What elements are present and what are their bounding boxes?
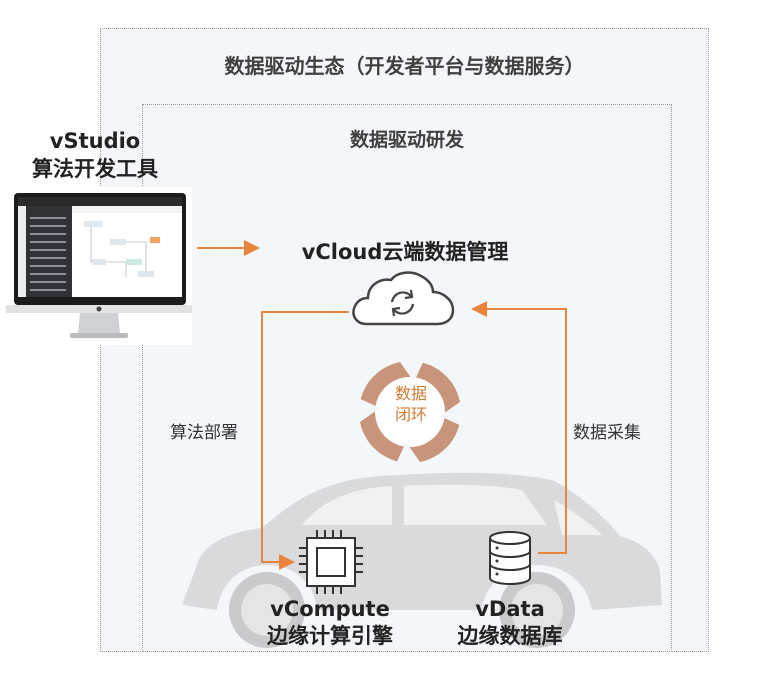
deploy-arrow [261, 311, 349, 570]
data-loop-label: 数据 闭环 [361, 383, 461, 425]
deploy-label: 算法部署 [170, 423, 238, 443]
data-loop-line2: 闭环 [394, 405, 427, 424]
outer-title: 数据驱动生态（开发者平台与数据服务） [224, 54, 585, 78]
chip-icon [299, 530, 363, 594]
collect-label: 数据采集 [573, 423, 641, 443]
vdata-name: vData [475, 597, 545, 621]
vstudio-monitor [6, 187, 192, 345]
vstudio-desc: 算法开发工具 [32, 157, 158, 181]
collect-arrow [471, 301, 567, 554]
vcompute-desc: 边缘计算引擎 [267, 624, 393, 648]
data-loop-icon [354, 356, 466, 468]
vdata-desc: 边缘数据库 [457, 624, 563, 648]
vcompute-title: vCompute 边缘计算引擎 [230, 596, 430, 650]
vstudio-name: vStudio [49, 129, 141, 153]
data-loop-line1: 数据 [394, 384, 427, 403]
vstudio-title: vStudio 算法开发工具 [0, 127, 190, 183]
vcloud-label: vCloud云端数据管理 [301, 240, 509, 264]
vdata-title: vData 边缘数据库 [430, 596, 590, 650]
vcompute-name: vCompute [270, 597, 390, 621]
database-icon [489, 531, 531, 585]
cloud-sync-icon [352, 271, 455, 326]
inner-title: 数据驱动研发 [349, 129, 464, 151]
